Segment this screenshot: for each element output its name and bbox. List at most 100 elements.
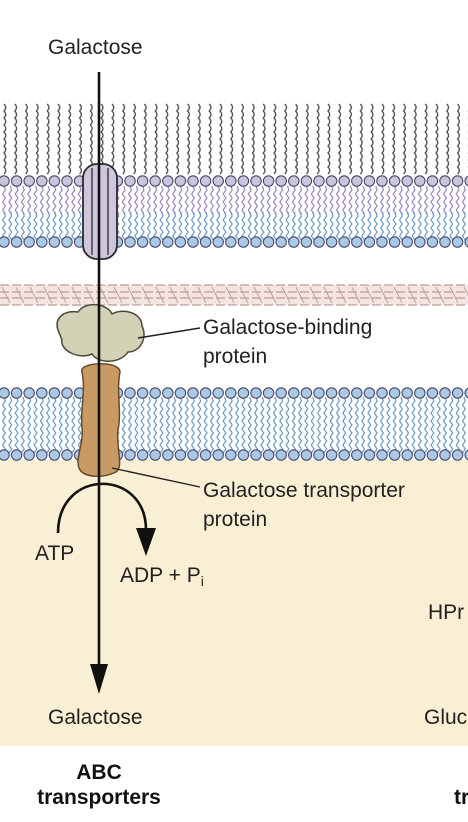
outer-leaflet-heads xyxy=(313,175,325,187)
cytoplasmic-membrane-inner-heads xyxy=(275,449,287,461)
caption-line1: ABC xyxy=(76,761,122,784)
outer-leaflet-heads xyxy=(300,175,313,187)
cytoplasmic-membrane-inner-heads xyxy=(136,449,149,461)
transporter-label-line1: Galactose transporter xyxy=(203,479,405,502)
galactose-binding-protein xyxy=(56,303,145,362)
outer-leaflet-heads xyxy=(225,175,237,187)
cytoplasmic-membrane xyxy=(0,387,468,461)
cytoplasmic-membrane-outer-heads xyxy=(376,387,388,399)
atp-hydrolysis-arrowhead xyxy=(136,528,156,556)
outer-leaflet-heads xyxy=(376,175,388,187)
cytoplasmic-membrane-inner-heads xyxy=(288,449,300,461)
pi-subscript: i xyxy=(200,573,204,589)
outer-leaflet-tails xyxy=(1,185,467,215)
cytoplasmic-membrane-inner-heads xyxy=(187,449,199,461)
galactose-flux-arrowhead xyxy=(90,664,108,694)
inner-leaflet-heads xyxy=(10,236,23,248)
cytoplasmic-membrane-outer-heads xyxy=(225,387,237,399)
cytoplasmic-membrane-outer-heads xyxy=(325,387,338,399)
cytoplasmic-membrane-outer-heads xyxy=(262,387,275,399)
cytoplasmic-membrane-outer-heads xyxy=(212,387,224,399)
binding-protein-pointer xyxy=(137,327,201,339)
outer-leaflet-heads xyxy=(414,175,426,187)
cytoplasmic-membrane-inner-heads xyxy=(363,449,376,461)
cytoplasmic-membrane-outer-heads xyxy=(414,387,426,399)
cytoplasmic-membrane-outer-heads xyxy=(388,387,401,399)
cytoplasmic-membrane-inner-heads xyxy=(212,449,224,461)
outer-leaflet-heads xyxy=(338,175,350,187)
outer-leaflet-heads xyxy=(36,175,48,187)
inner-leaflet-heads xyxy=(464,236,468,248)
outer-leaflet-heads xyxy=(275,175,287,187)
cytoplasmic-membrane-inner-heads xyxy=(351,449,363,461)
cytoplasmic-membrane-inner-heads xyxy=(401,449,413,461)
outer-leaflet-heads xyxy=(351,175,363,187)
hpr-label-partial: HPr xyxy=(428,601,465,624)
cytoplasmic-membrane-outer-heads xyxy=(363,387,376,399)
outer-leaflet-heads xyxy=(10,175,23,187)
transporter-label-line2: protein xyxy=(203,508,268,531)
outer-leaflet-heads xyxy=(250,175,262,187)
cytoplasmic-membrane-inner-heads xyxy=(36,449,48,461)
inner-leaflet-heads xyxy=(439,236,451,248)
inner-leaflet-heads xyxy=(451,236,464,248)
inner-leaflet-heads xyxy=(225,236,237,248)
gluc-label-partial: Gluc xyxy=(424,706,468,729)
cytoplasmic-membrane-outer-heads xyxy=(48,387,61,399)
outer-leaflet-heads xyxy=(61,175,73,187)
galactose-top-label: Galactose xyxy=(48,36,143,59)
cytoplasmic-membrane-outer-heads xyxy=(136,387,149,399)
cytoplasmic-membrane-inner-heads xyxy=(48,449,61,461)
cytoplasmic-membrane-inner-heads xyxy=(162,449,174,461)
outer-leaflet-heads xyxy=(149,175,161,187)
inner-leaflet-heads xyxy=(187,236,199,248)
inner-leaflet-heads xyxy=(351,236,363,248)
cytoplasmic-membrane-outer-heads xyxy=(0,387,10,399)
cytoplasmic-membrane-outer-heads xyxy=(187,387,199,399)
inner-leaflet-heads xyxy=(48,236,61,248)
cytoplasmic-membrane-inner-heads xyxy=(225,449,237,461)
cytoplasmic-membrane-inner-heads xyxy=(300,449,313,461)
inner-leaflet-heads xyxy=(162,236,174,248)
caption-right-partial: tr xyxy=(454,786,468,809)
outer-leaflet-heads xyxy=(187,175,199,187)
inner-leaflet-heads xyxy=(61,236,73,248)
cytoplasmic-membrane-outer-heads xyxy=(451,387,464,399)
inner-leaflet-heads xyxy=(262,236,275,248)
inner-leaflet-heads xyxy=(288,236,300,248)
cytoplasmic-membrane-outer-heads xyxy=(61,387,73,399)
atp-hydrolysis-arrow xyxy=(56,482,148,534)
cytoplasmic-membrane-inner-heads xyxy=(23,449,35,461)
inner-leaflet-heads xyxy=(199,236,212,248)
cytoplasmic-membrane-inner-heads xyxy=(414,449,426,461)
inner-leaflet-heads xyxy=(414,236,426,248)
inner-leaflet-heads xyxy=(300,236,313,248)
inner-leaflet-heads xyxy=(376,236,388,248)
outer-leaflet-heads xyxy=(199,175,212,187)
cytoplasmic-membrane-inner-heads xyxy=(262,449,275,461)
cytoplasmic-membrane-outer-heads xyxy=(36,387,48,399)
outer-leaflet-heads xyxy=(464,175,468,187)
cytoplasmic-membrane-inner-heads xyxy=(388,449,401,461)
cytoplasmic-membrane-outer-heads xyxy=(162,387,174,399)
cytoplasmic-membrane-outer-heads xyxy=(439,387,451,399)
inner-leaflet-heads xyxy=(388,236,401,248)
outer-leaflet-heads xyxy=(426,175,439,187)
inner-leaflet-heads xyxy=(275,236,287,248)
lipopolysaccharide-chains xyxy=(3,103,468,175)
cytoplasmic-membrane-inner-heads xyxy=(124,449,136,461)
outer-leaflet-heads xyxy=(212,175,224,187)
outer-leaflet-heads xyxy=(174,175,187,187)
cytoplasmic-membrane-outer-heads xyxy=(401,387,413,399)
caption-line2: transporters xyxy=(37,786,161,810)
cytoplasmic-membrane-inner-heads xyxy=(199,449,212,461)
cytoplasmic-membrane-inner-heads xyxy=(313,449,325,461)
cytoplasmic-membrane-inner-heads xyxy=(250,449,262,461)
outer-leaflet-heads xyxy=(237,175,250,187)
peptidoglycan-band xyxy=(0,285,468,305)
inner-leaflet-heads xyxy=(124,236,136,248)
cytoplasmic-membrane-outer-heads xyxy=(250,387,262,399)
outer-leaflet-heads xyxy=(0,175,10,187)
galactose-bottom-label: Galactose xyxy=(48,706,143,729)
